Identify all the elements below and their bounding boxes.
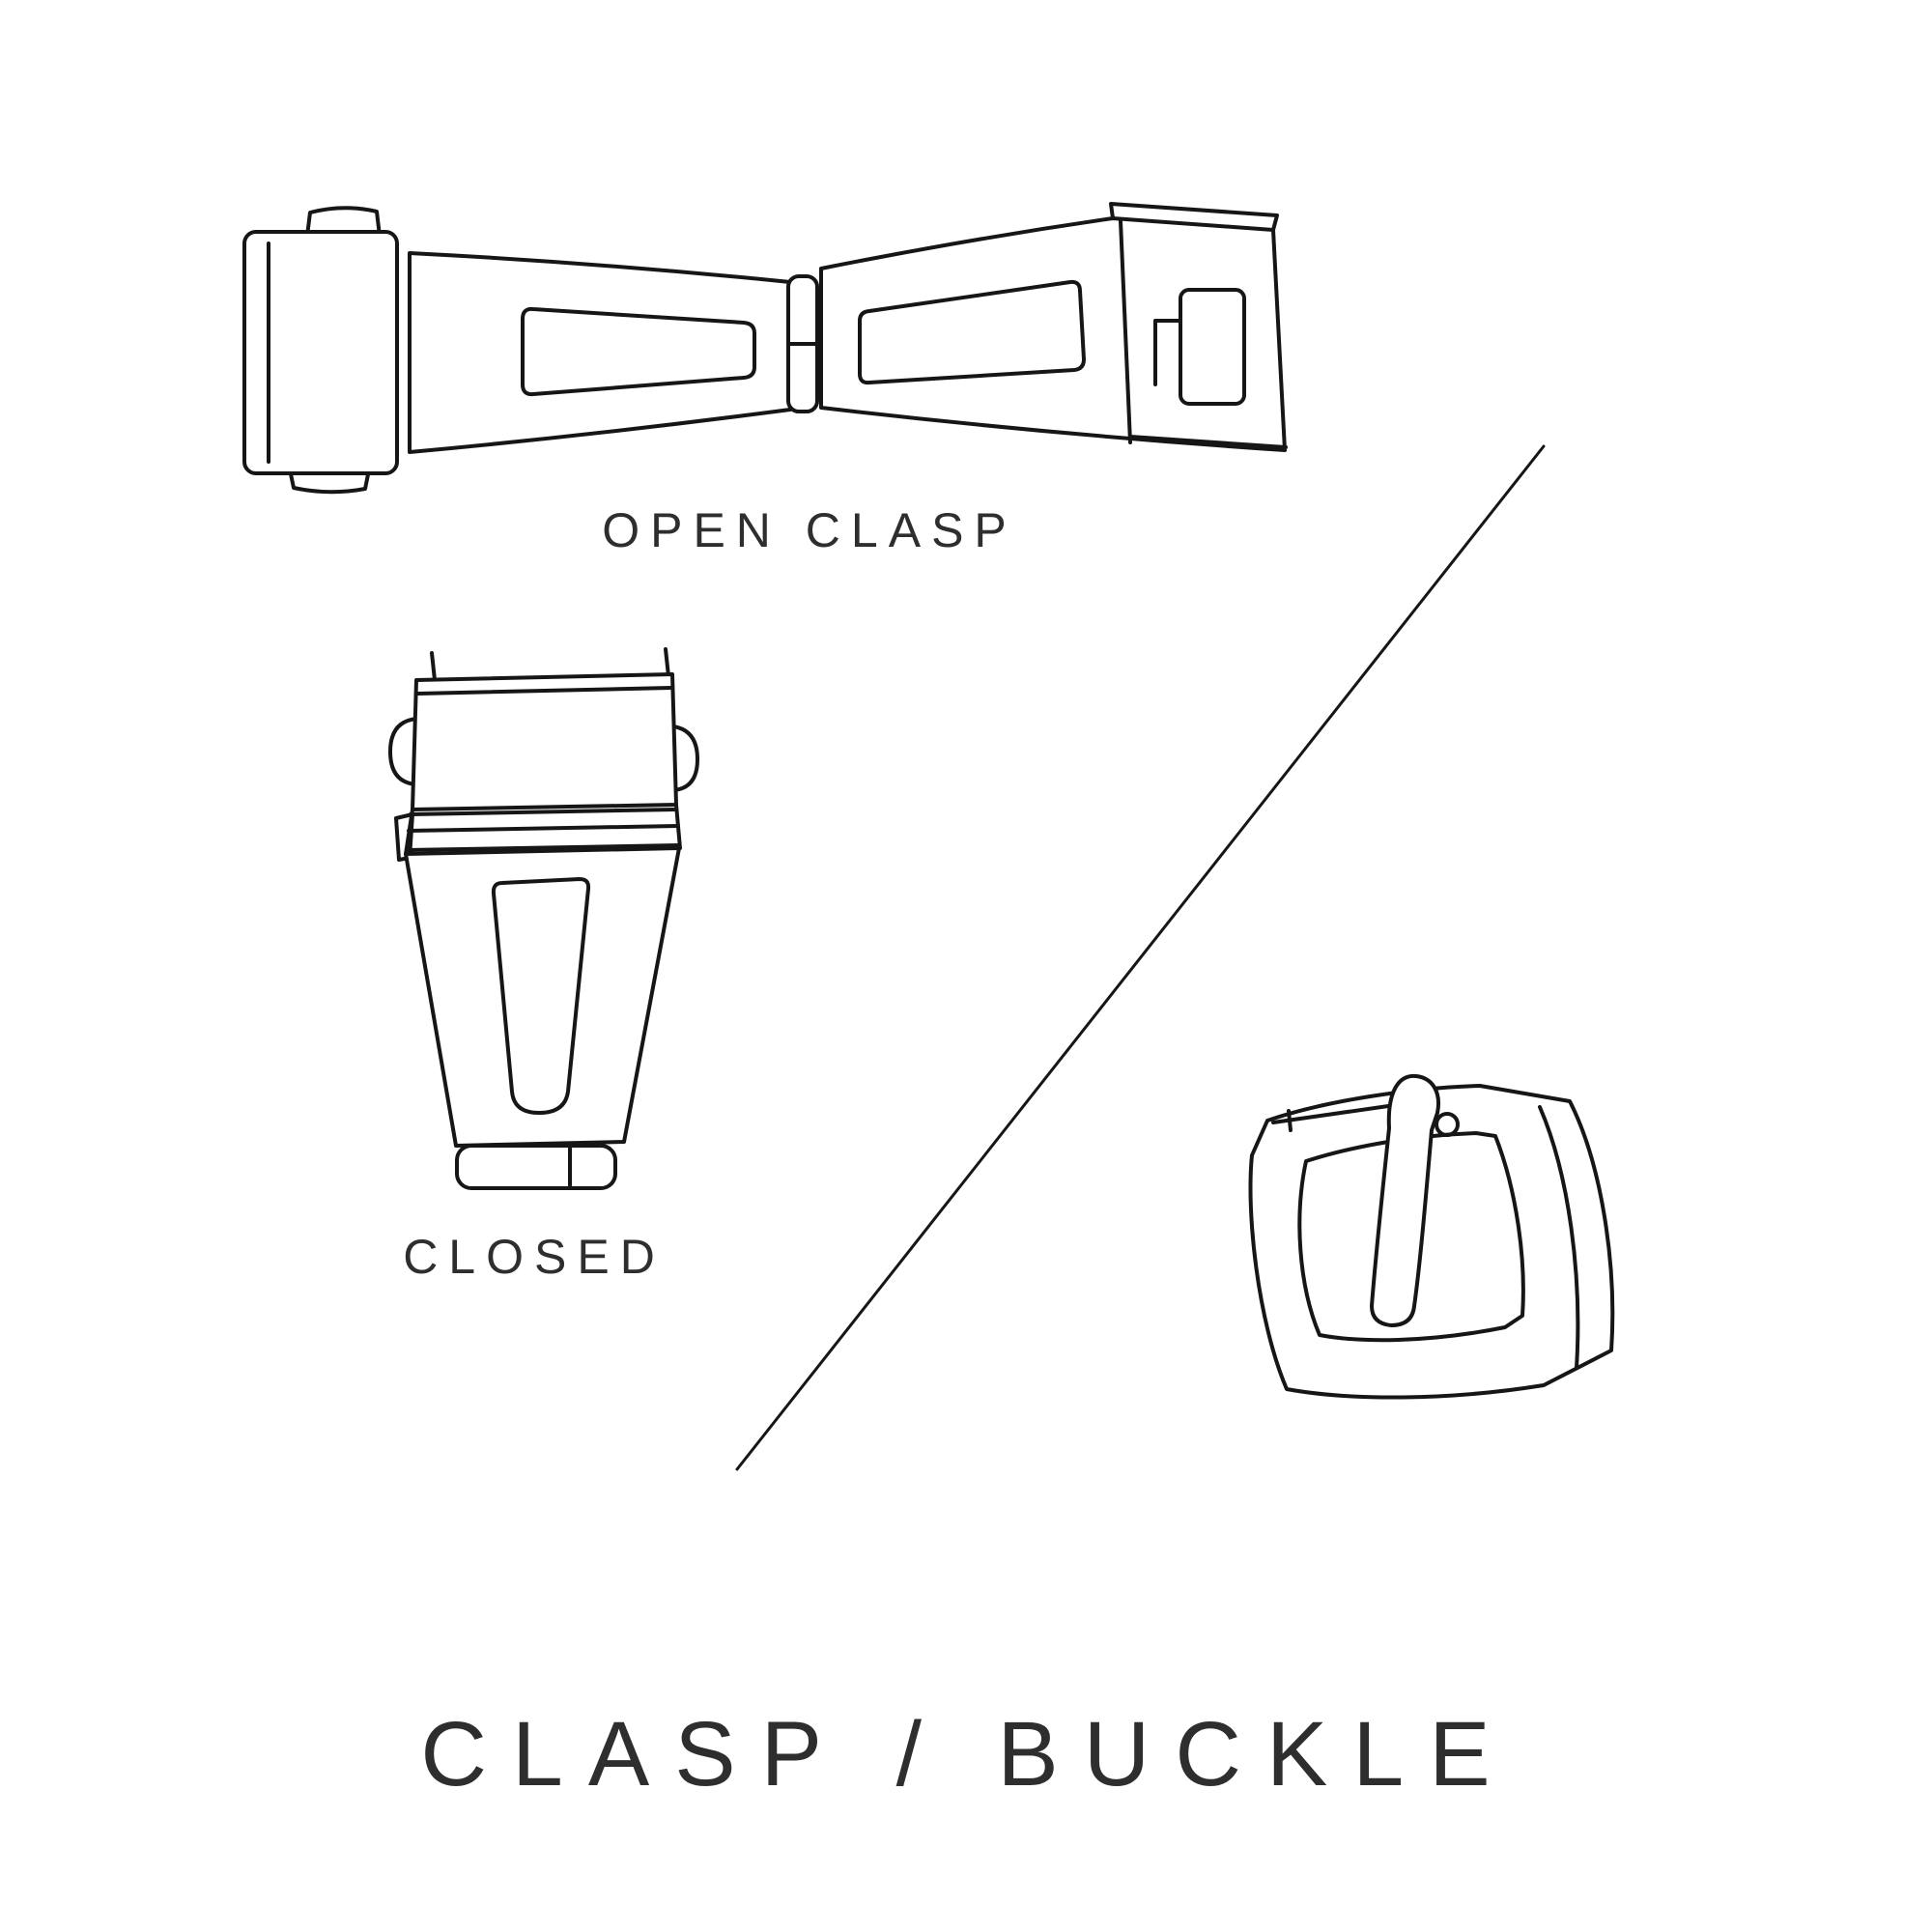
closed-clasp-label: CLOSED xyxy=(403,1230,666,1284)
open-clasp-right-arm-inner-outline xyxy=(858,279,1086,385)
diagonal-divider-line xyxy=(735,444,1546,1471)
closed-clasp-left-prong xyxy=(430,651,437,682)
buckle-tang xyxy=(1370,1073,1440,1327)
open-clasp-right-catch-hook xyxy=(1153,319,1182,386)
open-clasp-right-top-step xyxy=(1109,202,1279,232)
open-clasp-left-end-link xyxy=(242,230,399,475)
closed-clasp-right-side-tab xyxy=(671,724,699,792)
open-clasp-left-end-top-tab xyxy=(305,206,382,238)
buckle-tang-ring xyxy=(1435,1112,1460,1137)
open-clasp-left-arm xyxy=(408,251,792,454)
buckle-right-band-edge xyxy=(1538,1105,1580,1370)
closed-clasp-foot xyxy=(455,1144,617,1190)
open-clasp-right-end-divider xyxy=(1119,219,1132,444)
buckle-pin xyxy=(1271,1103,1397,1124)
open-clasp-label: OPEN CLASP xyxy=(602,503,1017,557)
open-clasp-right-arm xyxy=(819,216,1287,452)
open-clasp-left-arm-inner-outline xyxy=(521,306,756,397)
buckle-pin-tick xyxy=(1287,1109,1293,1132)
closed-clasp-band-lines xyxy=(405,808,681,852)
open-clasp-right-bottom-edge xyxy=(1128,435,1288,449)
closed-clasp-left-side-tab xyxy=(388,717,418,786)
closed-clasp-right-prong xyxy=(664,647,670,678)
closed-clasp-body-inner-outline xyxy=(491,877,591,1115)
diagram-title: CLASP / BUCKLE xyxy=(420,1703,1516,1805)
closed-clasp-illustration xyxy=(388,647,699,1190)
open-clasp-right-catch xyxy=(1179,288,1246,406)
open-clasp-illustration xyxy=(242,202,1288,495)
buckle-illustration xyxy=(1248,1073,1615,1400)
closed-clasp-body xyxy=(404,846,681,1148)
closed-clasp-cover-top-edge xyxy=(416,686,673,696)
